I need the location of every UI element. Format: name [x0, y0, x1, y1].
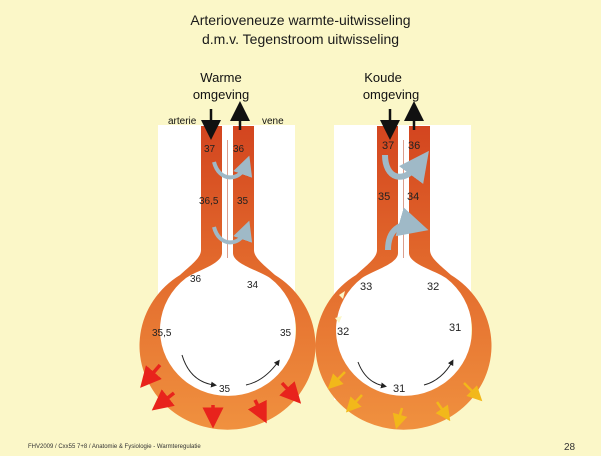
page-number: 28	[564, 442, 575, 453]
temp-label: 36	[190, 274, 202, 285]
temp-label: 35,5	[152, 328, 172, 339]
left-panel: Warme omgeving arterie vene 37 36 36,5 3…	[140, 70, 316, 430]
temp-label: 32	[337, 326, 349, 338]
temp-label: 32	[427, 281, 439, 293]
left-panel-background	[158, 125, 295, 400]
temp-label: 35	[378, 191, 390, 203]
temp-label: 31	[449, 322, 461, 334]
temp-label: 34	[407, 191, 419, 203]
temp-label: 37	[382, 140, 394, 152]
temp-label: 35	[219, 384, 231, 395]
left-env-label-line2: omgeving	[193, 87, 249, 102]
temp-label: 35	[280, 328, 292, 339]
temp-label: 35	[237, 196, 249, 207]
temp-label: 36,5	[199, 196, 219, 207]
vein-label: vene	[262, 116, 284, 127]
temp-label: 36	[233, 144, 245, 155]
temp-label: 37	[204, 144, 216, 155]
slide-footer: FHV2009 / Cxx55 7+8 / Anatomie & Fysiolo…	[28, 444, 201, 450]
temp-label: 31	[393, 383, 405, 395]
temp-label: 33	[360, 281, 372, 293]
temp-label: 34	[247, 280, 259, 291]
right-panel-background	[334, 125, 471, 400]
left-env-label-line1: Warme	[200, 70, 241, 85]
right-panel: Koude omgeving 37 36 35 34 33 32 32 31 3…	[316, 70, 492, 430]
right-env-label-line1: Koude	[364, 70, 402, 85]
temp-label: 36	[408, 140, 420, 152]
right-env-label-line2: omgeving	[363, 87, 419, 102]
artery-label: arterie	[168, 116, 197, 127]
